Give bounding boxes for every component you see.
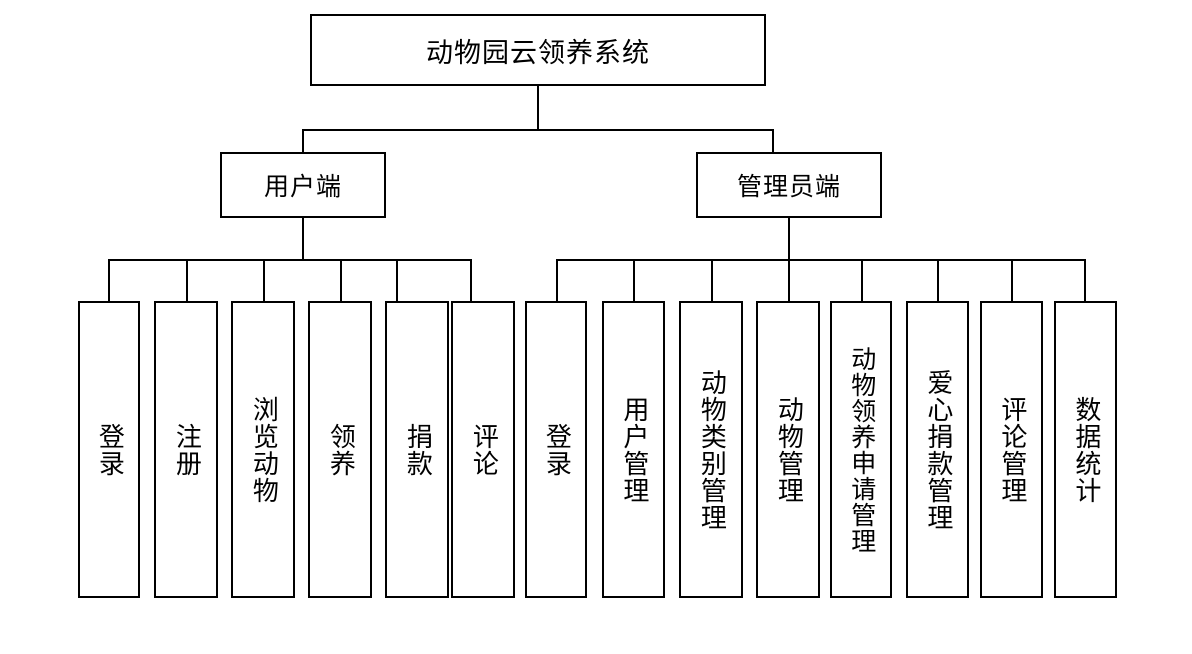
connector-admin-drop-4 (788, 259, 790, 302)
node-admin-leaf-donation-management-label: 爱心捐款管理 (923, 368, 953, 531)
connector-user-stem (302, 218, 304, 260)
node-admin-leaf-donation-management[interactable]: 爱心捐款管理 (906, 301, 969, 598)
node-user-leaf-adopt-label: 领养 (326, 422, 356, 477)
connector-admin-stem (788, 218, 790, 260)
connector-user-drop-2 (186, 259, 188, 302)
node-admin-leaf-animal-management-label: 动物管理 (774, 395, 804, 504)
node-user-client-label: 用户端 (263, 174, 342, 201)
node-admin-leaf-data-statistics-label: 数据统计 (1071, 395, 1101, 504)
node-user-leaf-register-label: 注册 (172, 422, 202, 477)
node-user-leaf-comment[interactable]: 评论 (451, 301, 515, 598)
node-user-leaf-donate[interactable]: 捐款 (385, 301, 449, 598)
node-root-label: 动物园云领养系统 (426, 37, 650, 68)
connector-user-drop-6 (470, 259, 472, 302)
connector-admin-drop-8 (1084, 259, 1086, 302)
node-admin-client[interactable]: 管理员端 (696, 152, 882, 218)
connector-user-drop-4 (340, 259, 342, 302)
node-root[interactable]: 动物园云领养系统 (310, 14, 766, 86)
node-user-leaf-login-label: 登录 (95, 422, 125, 477)
node-user-leaf-browse-animals[interactable]: 浏览动物 (231, 301, 295, 598)
connector-user-drop-3 (263, 259, 265, 302)
connector-admin-drop-2 (633, 259, 635, 302)
node-admin-leaf-animal-management[interactable]: 动物管理 (756, 301, 820, 598)
node-admin-leaf-comment-management[interactable]: 评论管理 (980, 301, 1043, 598)
node-admin-leaf-adoption-application-management-label: 动物领养申请管理 (847, 345, 875, 554)
connector-admin-drop-6 (937, 259, 939, 302)
connector-admin-drop-5 (861, 259, 863, 302)
node-user-leaf-browse-animals-label: 浏览动物 (249, 395, 279, 504)
connector-admin-drop-3 (711, 259, 713, 302)
connector-admin-drop-7 (1011, 259, 1013, 302)
node-admin-leaf-animal-category-management[interactable]: 动物类别管理 (679, 301, 743, 598)
node-admin-client-label: 管理员端 (736, 174, 841, 201)
node-admin-leaf-animal-category-management-label: 动物类别管理 (697, 368, 727, 531)
node-admin-leaf-login-label: 登录 (542, 422, 572, 477)
node-user-leaf-donate-label: 捐款 (403, 422, 433, 477)
node-admin-leaf-data-statistics[interactable]: 数据统计 (1054, 301, 1117, 598)
node-admin-leaf-comment-management-label: 评论管理 (997, 395, 1027, 504)
node-user-client[interactable]: 用户端 (220, 152, 386, 218)
connector-admin-drop-1 (556, 259, 558, 302)
node-user-leaf-adopt[interactable]: 领养 (308, 301, 372, 598)
connector-drop-user-client (302, 129, 304, 153)
node-user-leaf-login[interactable]: 登录 (78, 301, 140, 598)
connector-drop-admin-client (772, 129, 774, 153)
connector-user-drop-5 (396, 259, 398, 302)
connector-user-bus (108, 259, 472, 261)
connector-root-stem (537, 86, 539, 130)
connector-admin-bus (556, 259, 1085, 261)
connector-user-drop-1 (108, 259, 110, 302)
node-user-leaf-register[interactable]: 注册 (154, 301, 218, 598)
connector-level1-bus (302, 129, 774, 131)
node-admin-leaf-user-management-label: 用户管理 (619, 395, 649, 504)
node-admin-leaf-login[interactable]: 登录 (525, 301, 587, 598)
node-admin-leaf-adoption-application-management[interactable]: 动物领养申请管理 (830, 301, 892, 598)
node-admin-leaf-user-management[interactable]: 用户管理 (602, 301, 665, 598)
node-user-leaf-comment-label: 评论 (469, 422, 499, 477)
